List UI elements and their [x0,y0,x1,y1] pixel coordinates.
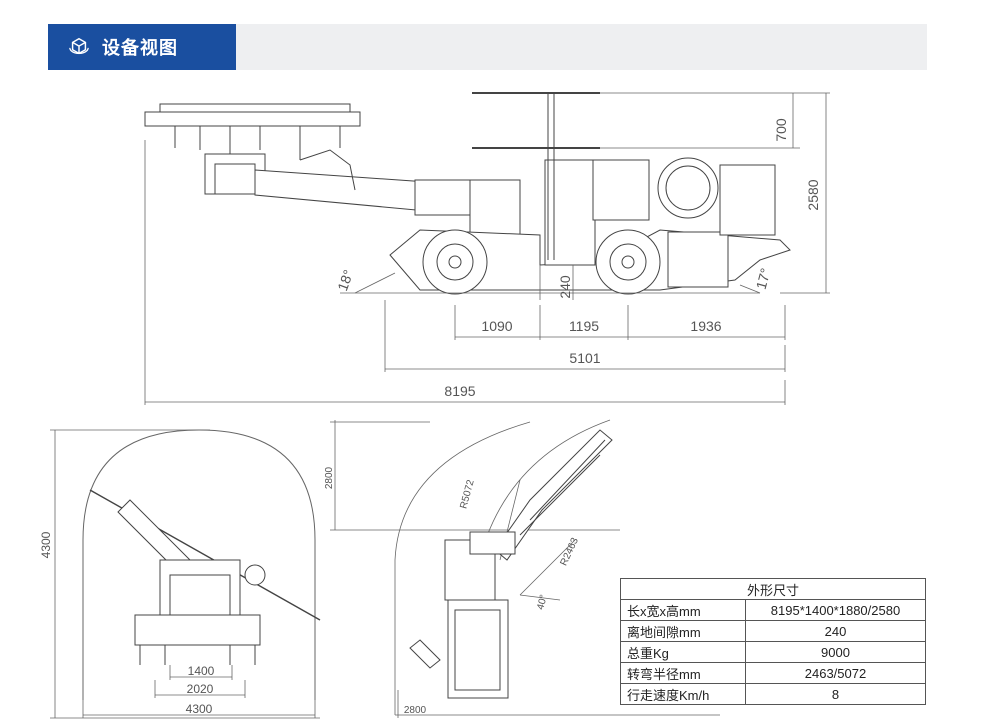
section-title: 设备视图 [102,38,178,58]
spec-label: 长x宽x高mm [620,599,746,621]
turning-view-machine [409,429,613,699]
spec-table-header: 外形尺寸 [620,578,926,600]
dim-ground-clearance: 240 [557,275,573,299]
front-view-dimensions [50,429,320,719]
dim-front-height: 4300 [39,531,53,558]
dim-front-width-mid: 2020 [187,682,214,696]
table-row: 行走速度Km/h 8 [620,683,926,705]
spec-value: 240 [745,620,926,642]
dim-turn-width: 2800 [404,705,427,716]
spec-value: 2463/5072 [745,662,926,684]
dim-canopy-height: 700 [773,118,789,142]
spec-value: 9000 [745,641,926,663]
table-row: 长x宽x高mm 8195*1400*1880/2580 [620,599,926,621]
dim-rear-angle: 17° [753,266,774,291]
front-view-machine [82,429,321,700]
spec-table: 外形尺寸 长x宽x高mm 8195*1400*1880/2580 离地间隙mm … [620,578,926,705]
spec-value: 8195*1400*1880/2580 [745,599,926,621]
dim-turn-height: 2800 [324,466,335,489]
dim-front-angle: 18° [334,268,356,293]
spec-label: 离地间隙mm [620,620,746,642]
spec-label: 总重Kg [620,641,746,663]
side-view-dimensions [144,92,830,405]
spec-label: 转弯半径mm [620,662,746,684]
table-row: 转弯半径mm 2463/5072 [620,662,926,684]
section-header-tab: 设备视图 [48,24,236,70]
dim-total-length: 8195 [444,383,475,399]
turning-view-dimensions [330,419,720,718]
spec-value: 8 [745,683,926,705]
dim-front-overhang: 1090 [481,318,512,334]
dim-turn-radius-outer: R5072 [458,478,476,510]
dim-chassis-length: 5101 [569,350,600,366]
dim-turn-radius-inner: R2463 [559,536,582,568]
dim-total-height: 2580 [805,179,821,210]
cube-rotate-icon [69,37,89,55]
spec-table-title: 外形尺寸 [620,578,926,600]
table-row: 总重Kg 9000 [620,641,926,663]
dim-rear-overhang: 1936 [690,318,721,334]
side-view-machine [144,92,791,295]
dim-front-width-outer: 4300 [186,702,213,716]
dim-front-width-inner: 1400 [188,664,215,678]
spec-label: 行走速度Km/h [620,683,746,705]
dim-turn-angle: 40° [535,594,550,611]
dim-wheelbase: 1195 [569,318,599,334]
table-row: 离地间隙mm 240 [620,620,926,642]
